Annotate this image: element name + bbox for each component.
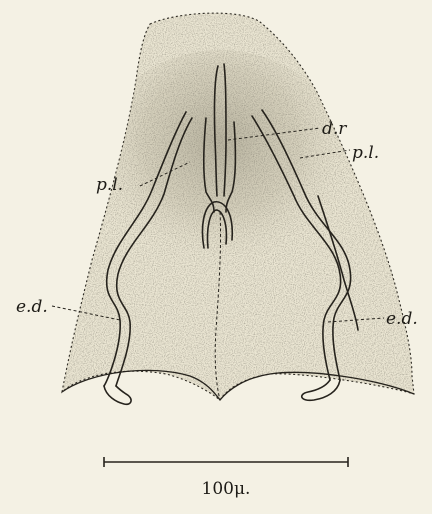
label-pl-right: p.l. [352, 143, 379, 163]
left-ejaculatory-tip [104, 386, 131, 404]
label-ed-right: e.d. [386, 309, 418, 329]
tissue-section [40, 0, 430, 410]
stipple-texture [40, 0, 430, 410]
scale-bar-label: 100μ. [202, 479, 251, 499]
label-dr: d.r [322, 119, 347, 139]
scale-bar: 100μ. [104, 457, 348, 499]
label-pl-left: p.l. [96, 175, 123, 195]
right-ejaculatory-tip [302, 380, 340, 400]
label-ed-left: e.d. [16, 297, 48, 317]
